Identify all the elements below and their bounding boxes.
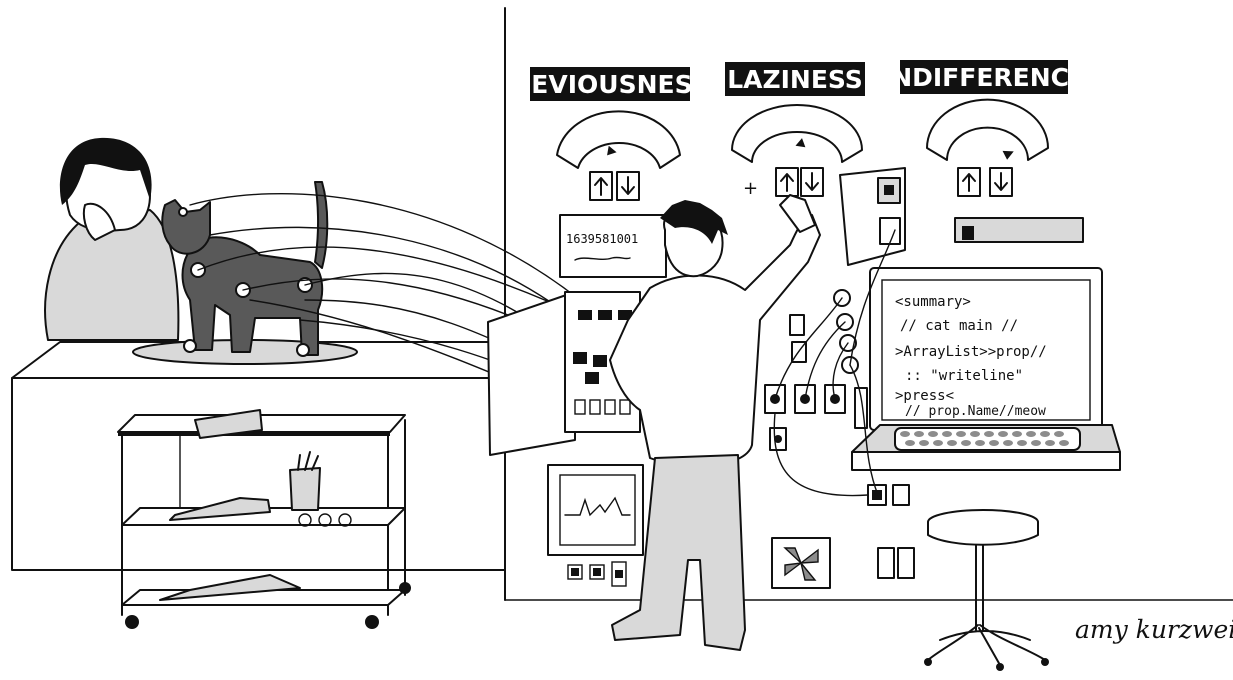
cloth-on-shelf (159, 574, 301, 601)
cat-eye (178, 207, 188, 217)
artist-signature: amy kurzweil (1075, 615, 1233, 644)
stool (924, 509, 1049, 671)
indifference-buttons[interactable] (957, 167, 1013, 197)
robot-cat (132, 181, 358, 365)
computer-keyboard[interactable] (851, 424, 1121, 471)
keyboard-key[interactable] (998, 431, 1008, 437)
lab-counter (11, 341, 506, 571)
cat-joint-paw-front (183, 339, 197, 353)
keyboard-key[interactable] (1012, 431, 1022, 437)
loose-parts (169, 497, 271, 521)
indifference-slider[interactable] (954, 217, 1084, 243)
keyboard-key[interactable] (942, 431, 952, 437)
meter-label-text: DEVIOUSNESS (511, 70, 710, 99)
screen-line: >press< (895, 388, 954, 404)
scientist-woman (44, 137, 180, 341)
keyboard-key[interactable] (947, 440, 957, 446)
cat-head (161, 199, 211, 255)
screen-line: <summary> (895, 294, 971, 310)
oscilloscope (547, 464, 644, 556)
screen-line: // prop.Name//meow (905, 404, 1046, 419)
gauge-deviousness (556, 110, 681, 169)
keyboard-key[interactable] (1045, 440, 1055, 446)
man-operator (609, 194, 821, 651)
switch-box[interactable] (839, 167, 906, 266)
computer-monitor: <summary> // cat main // >ArrayList>>pro… (869, 267, 1103, 431)
cat-joint-paw-back (296, 343, 310, 357)
patch-panel[interactable] (487, 291, 641, 456)
keyboard-key[interactable] (961, 440, 971, 446)
keyboard-key[interactable] (905, 440, 915, 446)
laziness-buttons[interactable] (775, 167, 824, 197)
gauge-laziness (731, 104, 863, 163)
tool-cart (117, 409, 411, 629)
keyboard-key[interactable] (928, 431, 938, 437)
keyboard-key[interactable] (900, 431, 910, 437)
bottom-switches[interactable] (567, 561, 627, 587)
keyboard-key[interactable] (914, 431, 924, 437)
panel-wires (773, 229, 896, 497)
keyboard-key[interactable] (1059, 440, 1069, 446)
keyboard-key[interactable] (1026, 431, 1036, 437)
keyboard-key[interactable] (1003, 440, 1013, 446)
keyboard-key[interactable] (919, 440, 929, 446)
keyboard-key[interactable] (1017, 440, 1027, 446)
wall-outlets (877, 547, 915, 579)
readout-number: 1639581001 (566, 232, 638, 246)
meter-label-text: INDIFFERENCE (882, 63, 1086, 92)
rolling-pin-tool (194, 409, 263, 439)
keyboard-key[interactable] (933, 440, 943, 446)
numeric-readout: 1639581001 (559, 214, 667, 278)
keyboard-key[interactable] (1031, 440, 1041, 446)
keyboard-key[interactable] (989, 440, 999, 446)
slider-handle (962, 226, 974, 240)
meter-label-laziness: LAZINESS (725, 62, 865, 96)
screen-line: // cat main // (900, 318, 1018, 334)
keyboard-key[interactable] (984, 431, 994, 437)
tool-cup (289, 467, 321, 511)
keyboard-key[interactable] (970, 431, 980, 437)
screen-line: :: "writeline" (905, 368, 1023, 384)
meter-label-deviousness: DEVIOUSNESS (511, 67, 710, 101)
keyboard-key[interactable] (975, 440, 985, 446)
keyboard-key[interactable] (956, 431, 966, 437)
screen-line: >ArrayList>>prop// (895, 344, 1047, 360)
gauge-needle (1002, 150, 1014, 160)
deviousness-buttons[interactable] (589, 171, 640, 201)
gauge-indifference (926, 98, 1049, 161)
keyboard-key[interactable] (1040, 431, 1050, 437)
fan-vent (771, 537, 831, 589)
keyboard-key[interactable] (1054, 431, 1064, 437)
meter-label-text: LAZINESS (727, 65, 863, 94)
meter-label-indifference: INDIFFERENCE (882, 60, 1086, 94)
gauge-needle (795, 138, 806, 148)
gauge-needle (607, 145, 617, 156)
cursor-crosshair: + (743, 178, 758, 199)
pointing-hand (779, 194, 816, 233)
